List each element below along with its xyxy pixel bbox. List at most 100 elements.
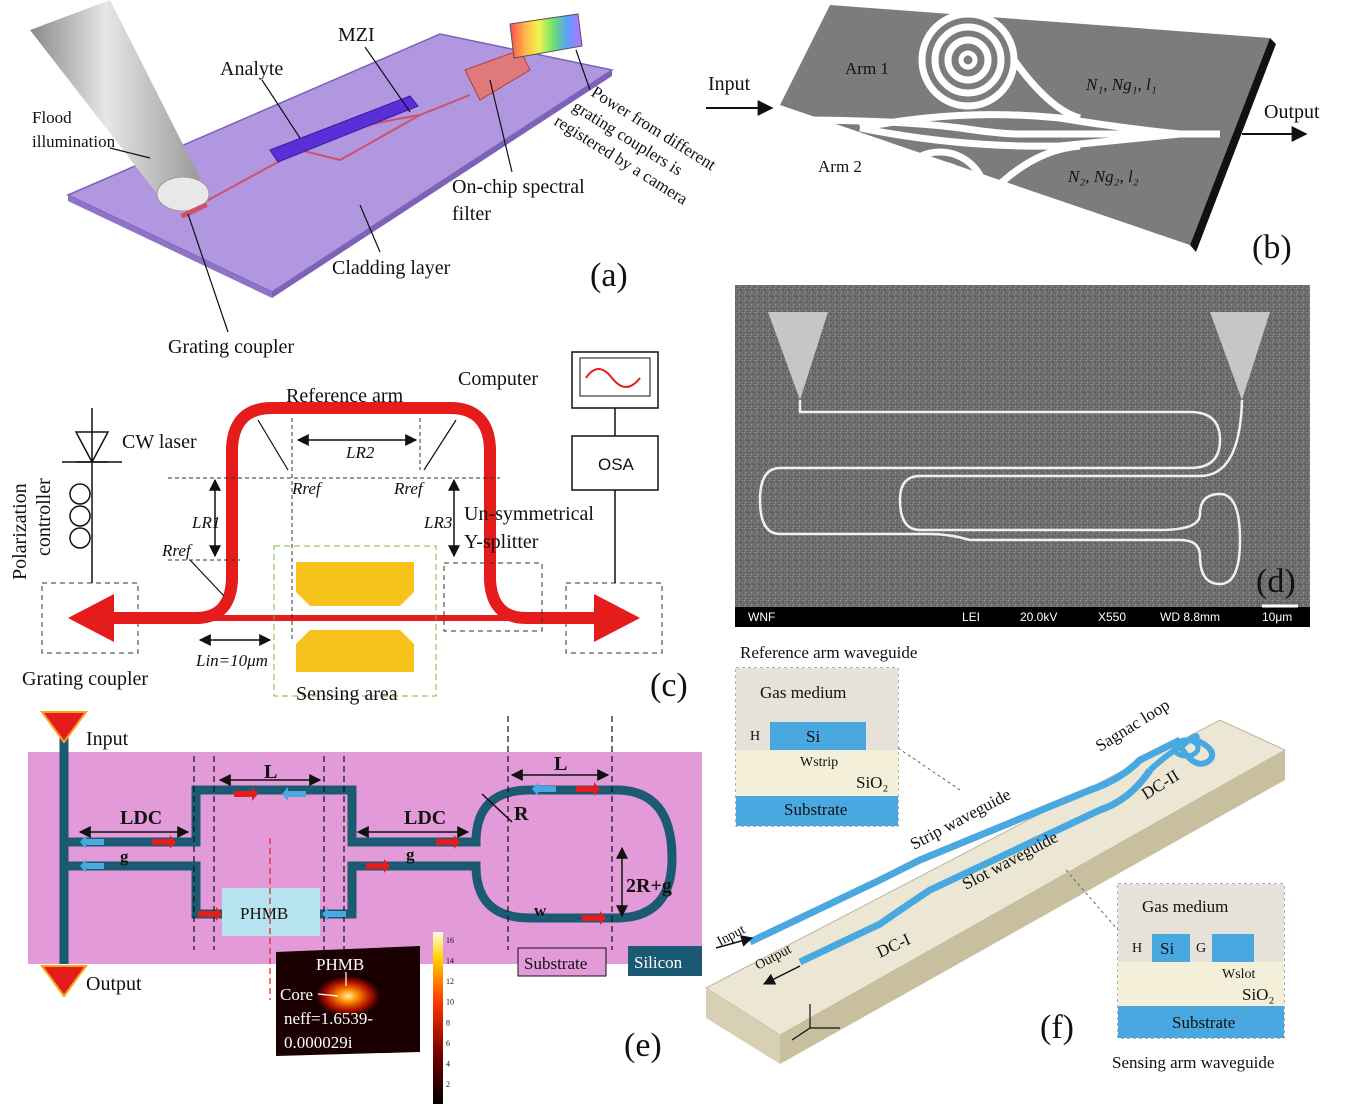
label-si1: Si <box>806 727 820 746</box>
label-inset-phmb: PHMB <box>316 955 364 974</box>
label-sio2-2: SiO₂ <box>1242 985 1274 1004</box>
label-input-e: Input <box>86 728 129 750</box>
label-sensing: Sensing area <box>296 683 398 705</box>
leader-power <box>575 49 591 91</box>
label-substrate-f2: Substrate <box>1172 1013 1235 1032</box>
slab-side-front <box>780 750 1285 1064</box>
label-ref-title: Reference arm waveguide <box>740 643 917 662</box>
label-ldc1: LDC <box>120 807 162 829</box>
leader-grating-a <box>187 213 229 333</box>
label-rref-2: Rref <box>291 479 323 498</box>
waveguide-b-arm1 <box>859 111 1181 138</box>
label-lr3: LR3 <box>423 513 452 532</box>
sem-grating-left <box>768 312 828 400</box>
colorbar-tick: 4 <box>446 1059 450 1068</box>
sem-info-item: LEI <box>962 610 980 624</box>
analyte-block <box>269 95 419 163</box>
legend-silicon <box>628 946 702 976</box>
sens-sio2 <box>1118 962 1284 1006</box>
arrow-output-e <box>40 965 88 998</box>
label-n1: N₁, Ng₁, l₁ <box>1085 75 1157 94</box>
sem-info-bar <box>735 607 1310 627</box>
label-output-b: Output <box>1264 101 1320 123</box>
label-phmb: PHMB <box>240 904 288 923</box>
phmb-block <box>222 888 320 936</box>
waveguide-b-main <box>789 116 1220 138</box>
colorbar-tick: 14 <box>446 957 454 966</box>
strip-waveguide-f <box>748 736 1182 946</box>
label-gas2: Gas medium <box>1142 897 1228 916</box>
label-g2: g <box>406 845 415 864</box>
sem-info-item: 20.0kV <box>1020 610 1057 624</box>
label-si2: Si <box>1160 939 1174 958</box>
rref-leader-3 <box>423 419 457 471</box>
label-h2: H <box>1132 941 1142 956</box>
sens-si-rail1 <box>1152 934 1190 962</box>
label-flood-2: illumination <box>32 132 116 151</box>
ref-si-core <box>770 722 866 750</box>
label-2rg: 2R+g <box>626 875 672 897</box>
y-splitter-box <box>443 562 543 632</box>
label-g: G <box>1196 941 1206 956</box>
colorbar-tick: 2 <box>446 1080 450 1089</box>
label-output-e: Output <box>86 973 142 995</box>
label-arm2: Arm 2 <box>818 157 862 176</box>
rref-leader-2 <box>257 419 289 471</box>
label-wslot: Wslot <box>1222 967 1256 982</box>
panel-c-letter: (c) <box>650 667 688 704</box>
illumination-cylinder <box>30 0 200 208</box>
label-input-f: Input <box>715 922 748 949</box>
colorbar-tick: 6 <box>446 1039 450 1048</box>
osa-box <box>571 435 659 491</box>
colorbar-tick: 12 <box>446 977 454 986</box>
label-spectral-1: On-chip spectral <box>452 176 585 198</box>
waveguide-b-arm2 <box>859 124 1181 150</box>
label-l-top1: L <box>264 761 277 783</box>
label-rref-1: Rref <box>161 541 193 560</box>
label-computer: Computer <box>458 368 538 390</box>
sensing-area-box <box>273 545 437 697</box>
label-silicon: Silicon <box>634 953 683 972</box>
sensing-pad-top <box>296 562 414 606</box>
label-ldc2: LDC <box>404 807 446 829</box>
leader-cladding <box>359 204 381 253</box>
grating-left <box>68 594 114 642</box>
spiral-arm2 <box>890 148 990 248</box>
waveguide-e <box>64 785 677 923</box>
colorbar-tick: 16 <box>446 936 454 945</box>
label-reference-arm: Reference arm <box>286 385 404 407</box>
dashed-guides-e <box>193 716 613 1000</box>
pink-substrate <box>28 752 702 964</box>
leader-mzi <box>364 46 411 113</box>
label-osa: OSA <box>598 455 635 474</box>
panel-e: PHMB Input Output L L LDC LDC g g R w 2R… <box>28 711 702 1104</box>
label-lin: Lin=10μm <box>195 651 268 670</box>
sem-info-item: WD 8.8mm <box>1160 610 1220 624</box>
label-g1: g <box>120 847 129 866</box>
panel-c: Reference arm LR2 LR1 LR3 Rref Rref Rref… <box>9 351 688 705</box>
chip-slab-b <box>780 5 1270 245</box>
label-sens-title: Sensing arm waveguide <box>1112 1053 1274 1072</box>
slab-side-left <box>706 988 780 1064</box>
rref-leader-1 <box>189 559 225 597</box>
label-arm1: Arm 1 <box>845 59 889 78</box>
panel-b: Input Output Arm 1 Arm 2 N₁, Ng₁, l₁ N₂,… <box>706 5 1320 266</box>
label-polarization-1: Polarization <box>9 483 31 580</box>
leader-flood <box>109 147 151 159</box>
label-lr2: LR2 <box>345 443 375 462</box>
waveguide-a <box>189 94 471 211</box>
label-cw-laser: CW laser <box>122 431 197 453</box>
label-substrate-e: Substrate <box>524 954 587 973</box>
pc-loop-1 <box>69 483 91 505</box>
label-n2: N₂, Ng₂, l₂ <box>1067 167 1139 186</box>
panel-b-letter: (b) <box>1252 229 1292 266</box>
label-l-top2: L <box>554 753 567 775</box>
sensing-pad-bottom <box>296 630 414 672</box>
axes-f <box>791 1004 840 1041</box>
label-unsym-1: Un-symmetrical <box>464 503 594 525</box>
label-analyte: Analyte <box>220 58 283 80</box>
dim-r <box>481 793 513 823</box>
